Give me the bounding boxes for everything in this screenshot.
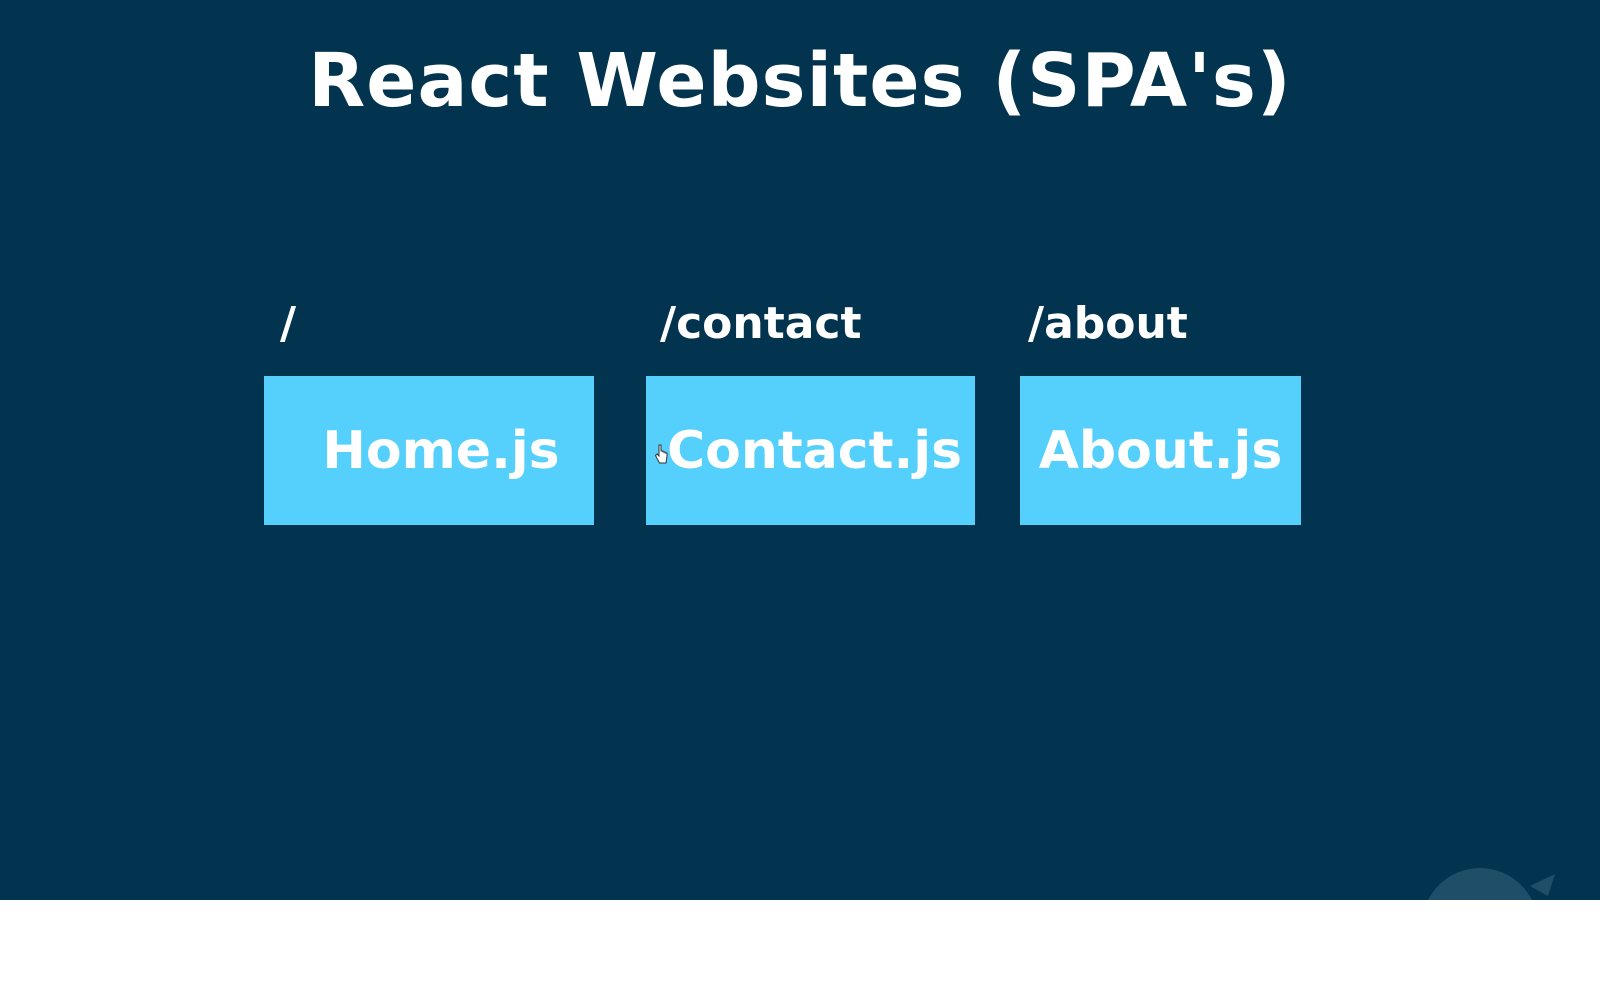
component-label-about: About.js bbox=[1038, 420, 1283, 481]
component-box-about: About.js bbox=[1020, 376, 1301, 525]
component-label-home: Home.js bbox=[322, 420, 560, 481]
component-box-home: Home.js bbox=[264, 376, 594, 525]
route-label-home: / bbox=[280, 298, 297, 349]
component-box-contact: Contact.js bbox=[646, 376, 975, 525]
route-label-about: /about bbox=[1028, 298, 1188, 349]
bottom-strip bbox=[0, 900, 1600, 990]
ninja-logo bbox=[1428, 868, 1555, 900]
slide-title: React Websites (SPA's) bbox=[308, 38, 1292, 124]
component-label-contact: Contact.js bbox=[666, 420, 963, 481]
slide: React Websites (SPA's) / /contact /about… bbox=[0, 0, 1600, 900]
hand-pointer-icon bbox=[654, 444, 668, 464]
route-label-contact: /contact bbox=[660, 298, 862, 349]
